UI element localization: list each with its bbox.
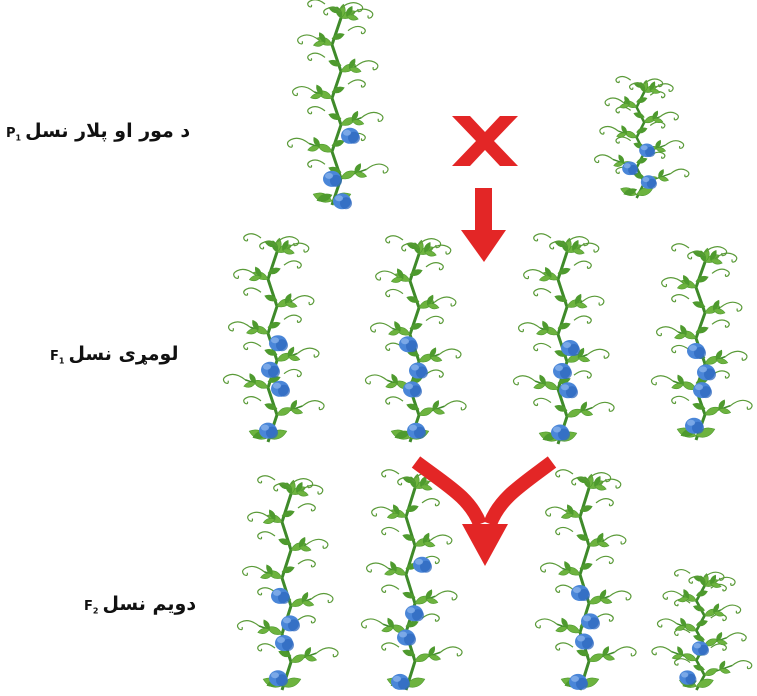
f1-plant-4 bbox=[650, 243, 753, 441]
p1-label: P1 د مور او پلار نسل bbox=[6, 120, 190, 143]
parent-plant-short bbox=[594, 75, 690, 199]
split-arrow-icon bbox=[411, 456, 557, 566]
plants-layer bbox=[222, 0, 753, 691]
p1-symbol: P1 bbox=[6, 126, 22, 143]
parent-plant-tall bbox=[286, 0, 389, 210]
f2-plant-4 bbox=[651, 568, 753, 691]
p1-text: د مور او پلار نسل bbox=[25, 120, 191, 142]
f2-label: F2 دویم نسل bbox=[84, 593, 196, 616]
cross-icon bbox=[452, 116, 518, 166]
f2-symbol: F2 bbox=[84, 599, 99, 616]
down-arrow-icon bbox=[461, 188, 506, 262]
f1-plant-1 bbox=[222, 233, 325, 443]
f2-plant-1 bbox=[236, 475, 339, 691]
f2-text: دویم نسل bbox=[102, 593, 197, 615]
f2-plant-2 bbox=[360, 469, 463, 691]
f1-symbol: F1 bbox=[50, 349, 65, 366]
f1-plant-3 bbox=[512, 233, 615, 445]
f1-plant-2 bbox=[364, 235, 467, 443]
f1-label: F1 لومړی نسل bbox=[50, 343, 179, 366]
f1-text: لومړی نسل bbox=[68, 343, 179, 365]
f2-plant-3 bbox=[534, 469, 637, 691]
